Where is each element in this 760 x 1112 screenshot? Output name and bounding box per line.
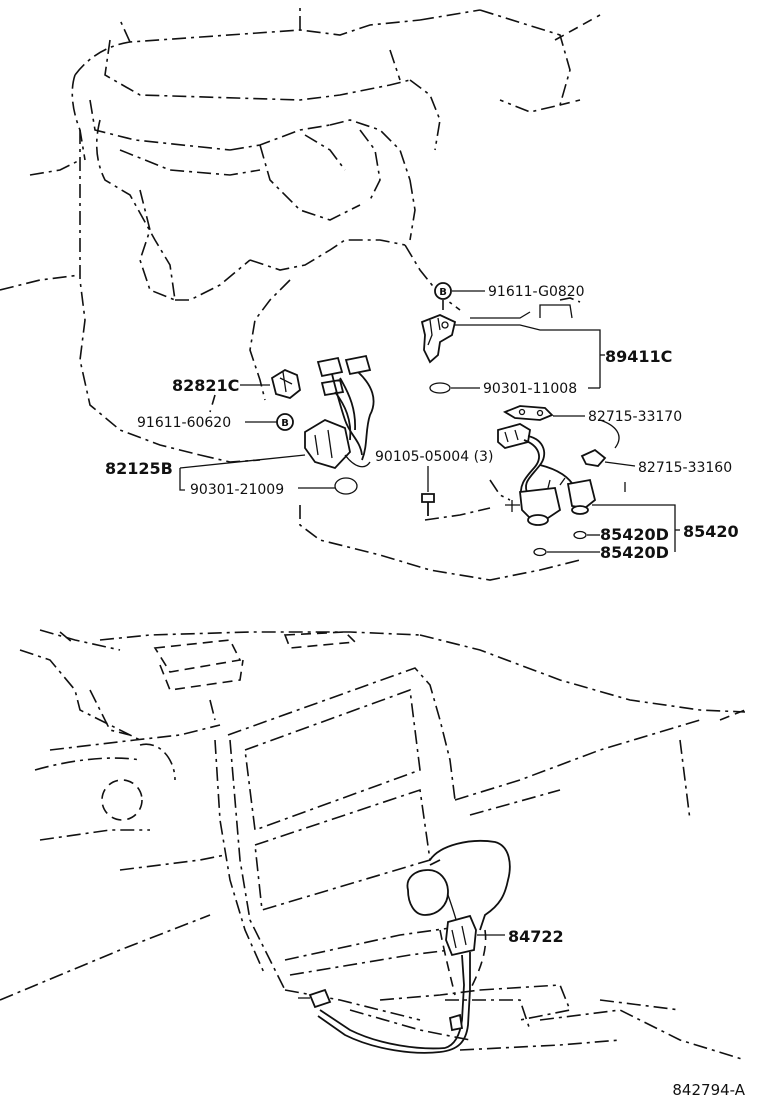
part-label-85420: 85420 [683, 522, 739, 541]
oring-85420D-b: 85420D [533, 543, 669, 562]
part-label-91611-60620: 91611-60620 [137, 415, 231, 431]
bolt-91611-60620: 91611-60620 B [137, 413, 294, 431]
bolt-symbol-label: B [439, 287, 447, 298]
diagram-reference-code: 842794-A [672, 1081, 745, 1099]
part-label-82821C: 82821C [172, 376, 239, 395]
sensor-89411C: 89411C [420, 304, 672, 388]
bolt-symbol-b-icon [434, 282, 452, 300]
oring-90301-21009: 90301-21009 [190, 477, 358, 498]
part-label-85420D-a: 85420D [600, 525, 669, 544]
solenoid-harness-85420: 85420 [497, 423, 739, 552]
oring-90301-11008: 90301-11008 [429, 381, 600, 397]
part-label-85420D-b: 85420D [600, 543, 669, 562]
part-label-91611-G0820: 91611-G0820 [488, 284, 585, 300]
engine-outline [0, 5, 601, 581]
shift-knob [406, 840, 511, 996]
part-label-90105-05004: 90105-05004 (3) [375, 449, 493, 465]
part-label-82715-33160: 82715-33160 [638, 460, 732, 476]
bolt-90105-05004: 90105-05004 (3) [375, 449, 493, 516]
part-label-82125B: 82125B [105, 459, 173, 478]
part-label-82715-33170: 82715-33170 [588, 409, 682, 425]
part-label-89411C: 89411C [605, 347, 672, 366]
bolt-symbol-b-icon-2 [276, 413, 294, 431]
console-outline [0, 629, 746, 1061]
bolt-91611-G0820: B 91611-G0820 [434, 282, 585, 315]
part-label-90301-11008: 90301-11008 [483, 381, 577, 397]
harness-82125B: 82125B [105, 354, 375, 491]
part-label-84722: 84722 [508, 927, 564, 946]
bolt-symbol-label-2: B [281, 418, 289, 429]
bracket-82715-33170: 82715-33170 [502, 405, 682, 425]
switch-84722: 84722 [298, 914, 564, 1054]
part-label-90301-21009: 90301-21009 [190, 482, 284, 498]
oring-85420D-a: 85420D [573, 525, 669, 544]
clamp-82715-33160: 82715-33160 [580, 419, 732, 476]
clamp-82821C: 82821C [172, 368, 301, 413]
